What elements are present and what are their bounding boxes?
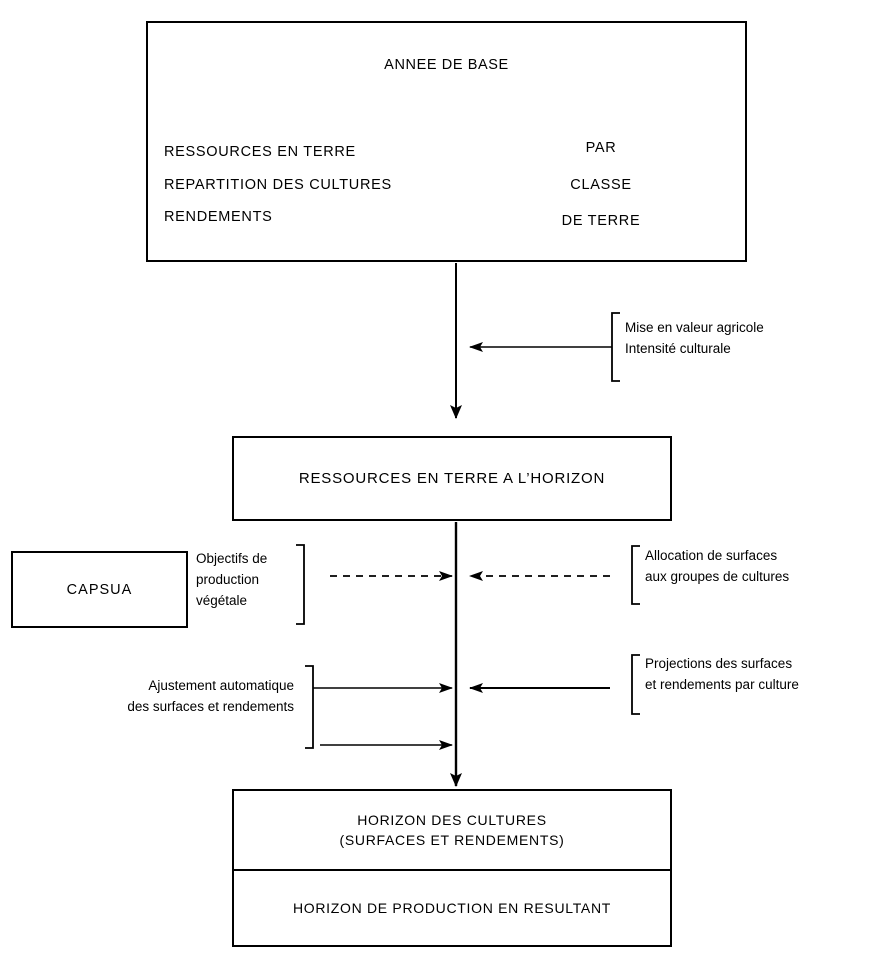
annotation-automatic-adjustment: Ajustement automatique des surfaces et r… [70,676,294,718]
horizon-results-top-section: HORIZON DES CULTURES (SURFACES ET RENDEM… [234,791,670,871]
automatic-adjustment-line-2: des surfaces et rendements [127,698,294,714]
production-objectives-line-1: Objectifs de [196,551,268,566]
agricultural-development-line-1: Mise en valeur agricole [625,320,764,335]
base-year-right-column: PAR CLASSE DE TERRE [457,110,745,260]
base-year-left-line-3: RENDEMENTS [164,209,273,226]
horizon-results-bottom-section: HORIZON DE PRODUCTION EN RESULTANT [234,871,670,945]
agricultural-development-line-2: Intensité culturale [625,340,731,356]
base-year-body: RESSOURCES EN TERRE REPARTITION DES CULT… [148,110,745,260]
base-year-left-line-1: RESSOURCES EN TERRE [164,143,356,160]
production-objectives-line-2: production [196,571,260,587]
box-land-resources-horizon[interactable]: RESSOURCES EN TERRE A L’HORIZON [232,436,672,521]
bracket-surface-allocation [631,545,640,605]
horizon-results-line-2: (SURFACES ET RENDEMENTS) [339,832,565,848]
annotation-surface-allocation: Allocation de surfaces aux groupes de cu… [645,546,789,588]
base-year-right-line-1: PAR [585,139,617,156]
surface-projections-line-1: Projections des surfaces [645,656,793,671]
horizon-production-line: HORIZON DE PRODUCTION EN RESULTANT [292,899,612,916]
box-base-year[interactable]: ANNEE DE BASE RESSOURCES EN TERRE REPART… [146,21,747,262]
base-year-title: ANNEE DE BASE [384,57,509,74]
base-year-right-line-3: DE TERRE [561,213,641,230]
surface-allocation-line-1: Allocation de surfaces [645,548,778,563]
land-resources-horizon-label: RESSOURCES EN TERRE A L’HORIZON [298,470,606,487]
bracket-production-objectives [296,544,305,625]
bracket-agricultural-development [611,312,620,382]
base-year-left-column: RESSOURCES EN TERRE REPARTITION DES CULT… [148,110,457,260]
annotation-production-objectives: Objectifs de production végétale [196,549,296,612]
bracket-automatic-adjustment [305,665,314,749]
box-capsua[interactable]: CAPSUA [11,551,188,628]
automatic-adjustment-line-1: Ajustement automatique [148,678,294,693]
annotation-surface-projections: Projections des surfaces et rendements p… [645,654,799,696]
production-objectives-line-3: végétale [196,592,248,608]
horizon-results-line-1: HORIZON DES CULTURES [357,811,547,828]
base-year-right-line-2: CLASSE [570,176,632,193]
base-year-left-line-2: REPARTITION DES CULTURES [164,176,392,193]
annotation-agricultural-development: Mise en valeur agricole Intensité cultur… [625,318,764,360]
surface-allocation-line-2: aux groupes de cultures [645,568,790,584]
bracket-surface-projections [631,654,640,715]
surface-projections-line-2: et rendements par culture [645,676,799,692]
box-horizon-results[interactable]: HORIZON DES CULTURES (SURFACES ET RENDEM… [232,789,672,947]
base-year-header: ANNEE DE BASE [148,23,745,108]
capsua-label: CAPSUA [66,581,133,598]
